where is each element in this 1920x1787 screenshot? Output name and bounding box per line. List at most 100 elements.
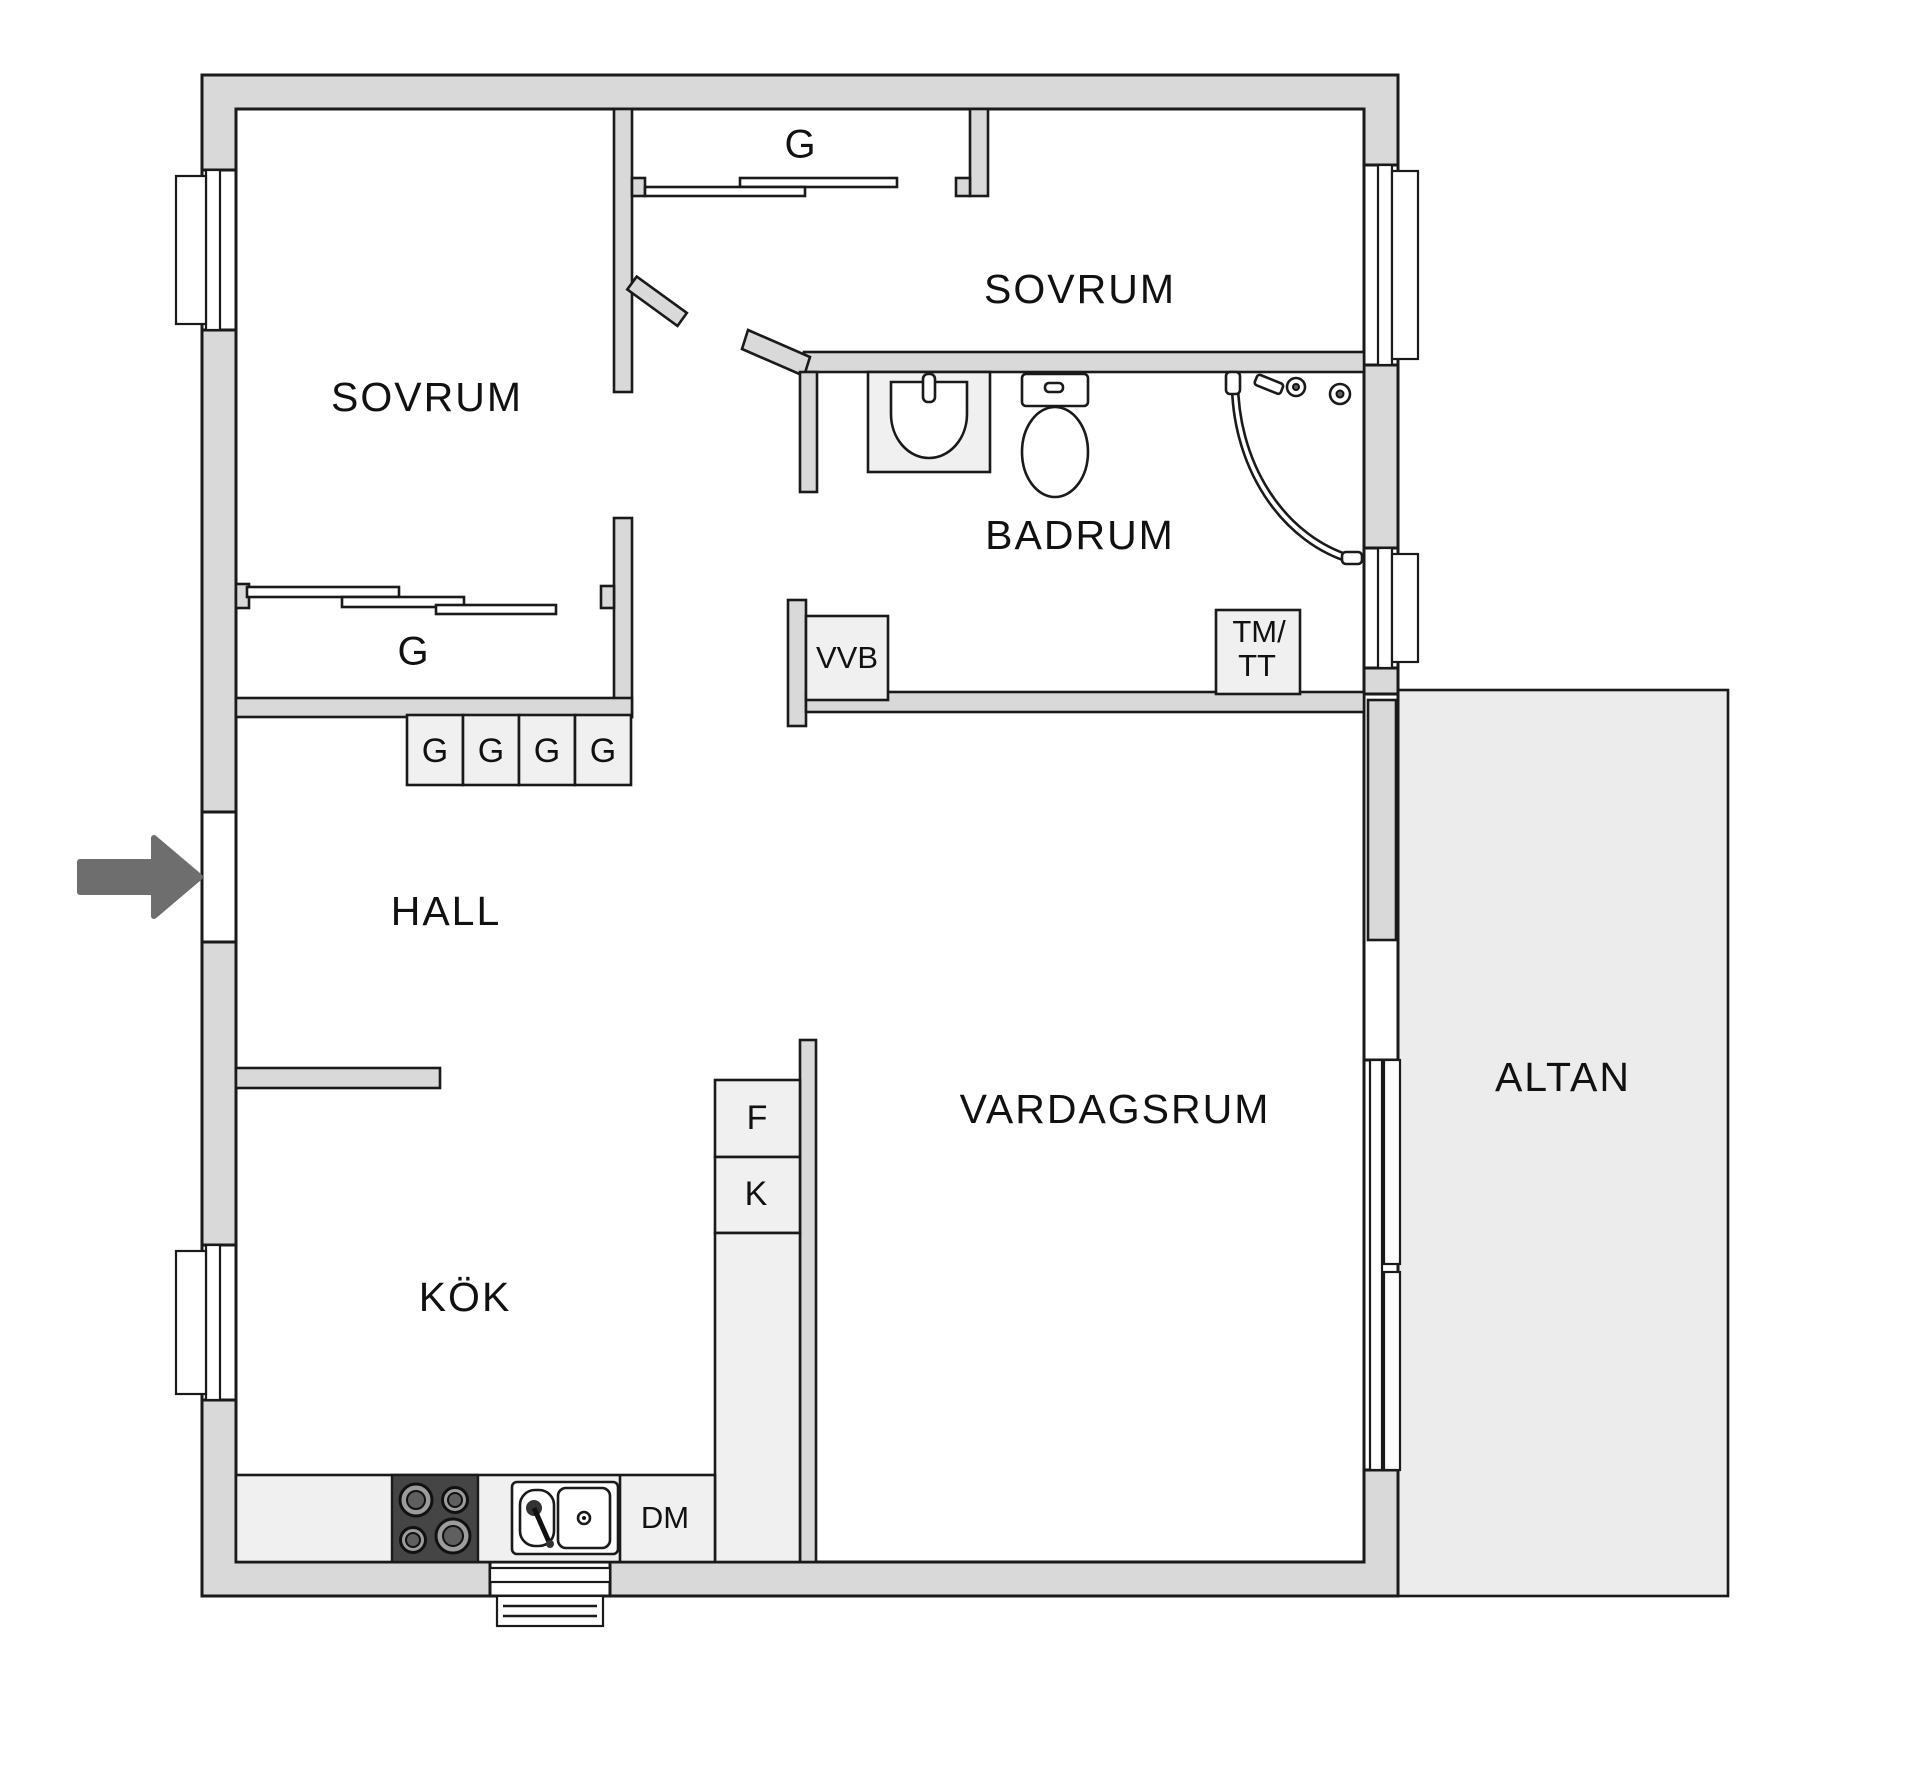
bedroom2-label: SOVRUM [984,266,1176,312]
stove-icon [390,1473,480,1564]
window-glass [488,1566,612,1584]
closet2-label: G [784,123,815,167]
wall-closet2-stub [968,107,990,198]
toilet-bowl [1020,405,1090,499]
shower-curtain-arc [1230,377,1353,565]
window-kitchen-small [488,1566,612,1628]
window-frame [1368,1058,1384,1472]
kitchen-tall-units: F K [713,1078,802,1564]
freezer-box [713,1078,802,1159]
wall-water-heater-stub [786,598,808,728]
door-leaf-bedroom2 [625,274,689,328]
terrace-label: ALTAN [1495,1054,1631,1100]
water-heater-unit: VVB [804,614,890,702]
wall-bathroom-angled [740,328,812,378]
wardrobe-row: G G G G [405,713,633,787]
sink-drain-dot [582,1516,586,1520]
sliding-doors-closet2 [630,176,899,198]
sink-icon [866,370,992,474]
shower-hinge [1224,370,1242,396]
toilet-button [1043,381,1065,394]
window-glass [204,168,222,332]
door-track-nub [630,176,647,198]
wall-hall-kitchen [234,1066,442,1090]
shower-curtain-arc [1236,377,1353,558]
sliding-doors-closet1 [234,582,616,616]
freezer-label: F [747,1099,768,1137]
shower-head-dot [1292,383,1300,391]
burner [442,1525,464,1547]
faucet-tip [546,1540,554,1548]
window-frame [1390,552,1420,664]
sliding-door-panel [738,176,899,189]
burner [405,1532,421,1548]
window-glass [204,1243,222,1402]
sliding-door-panel [434,603,558,616]
wardrobe-box [405,713,465,787]
entry-arrow-icon [77,835,203,919]
wardrobe-box [517,713,577,787]
water-heater-box [804,614,890,702]
living-room-label: VARDAGSRUM [960,1086,1271,1132]
washer-dryer-label-2: TT [1238,648,1276,683]
kitchen-counter: DM [234,1473,717,1564]
window-frame [174,1249,208,1396]
wall-bathroom-west [798,370,819,494]
wall-closet2-stub-foot [954,176,972,198]
sliding-door-panel [340,595,466,609]
shower-drain-dot [1335,389,1345,399]
shower-head-arm [1253,373,1285,396]
window-frame [1390,169,1420,361]
window-bedroom1 [174,168,222,332]
window-frame [174,174,208,326]
window-glass [1376,163,1394,367]
wardrobe-label: G [422,732,448,770]
wall-bathroom-north [802,350,1366,374]
window-bathroom [1376,546,1420,670]
toilet-icon [1020,372,1090,499]
sliding-door-panel [643,185,807,198]
wardrobe-label: G [590,732,616,770]
kitchen-cabinet [713,1231,802,1564]
fridge-label: K [745,1175,768,1213]
dishwasher-label: DM [641,1500,689,1535]
wall-bedroom1-east-upper [612,107,634,394]
kitchen-sink-icon [510,1480,620,1556]
window-kitchen [174,1243,222,1402]
wardrobe-label: G [534,732,560,770]
shower-icon [1224,370,1364,566]
wardrobe-label: G [478,732,504,770]
terrace-area [1396,688,1730,1598]
window-glass [1382,1058,1402,1266]
wardrobe-box [461,713,521,787]
kitchen-label: KÖK [419,1274,512,1320]
bedroom1-label: SOVRUM [331,374,523,420]
window-glass [1376,546,1394,670]
faucet-lever [531,1506,552,1544]
hall-label: HALL [391,888,502,934]
window-living-room [1368,1058,1402,1472]
water-heater-label: VVB [816,640,878,675]
washer-dryer-unit: TM/ TT [1214,608,1302,696]
wardrobe-box [573,713,633,787]
window-bedroom2 [1376,163,1420,367]
bathroom-label: BADRUM [985,512,1175,558]
fridge-box [713,1155,802,1235]
closet1-label: G [397,630,428,674]
sink-faucet [921,372,937,404]
washer-dryer-label-1: TM/ [1232,614,1286,649]
wall-kitchen-living [798,1038,818,1564]
washer-dryer-box [1214,608,1302,696]
wall-bedroom1-east-lower [612,516,634,719]
burner [447,1492,463,1508]
sliding-door-panel [245,585,401,599]
sink-bowl [889,380,969,460]
window-frame [495,1594,605,1628]
shower-handle [1340,550,1364,566]
wall-bathroom-south [804,690,1366,714]
door-track-nub [599,584,616,610]
burner [406,1490,426,1510]
balcony-door-leaf [1366,698,1398,942]
